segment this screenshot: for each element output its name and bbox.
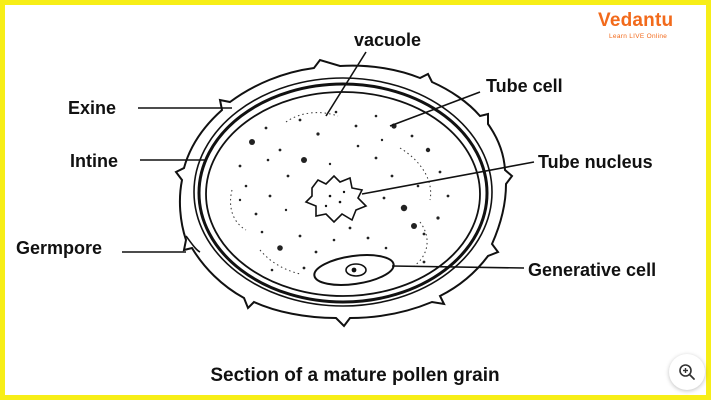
label-tube-nucleus: Tube nucleus — [538, 152, 653, 172]
label-exine: Exine — [68, 98, 116, 118]
label-tube-cell: Tube cell — [486, 76, 563, 96]
zoom-in-button[interactable] — [669, 354, 705, 390]
label-germpore: Germpore — [16, 238, 102, 258]
tube-nucleus — [306, 176, 366, 222]
label-vacuole: vacuole — [354, 30, 421, 50]
label-generative-cell: Generative cell — [528, 260, 656, 280]
generative-nucleolus — [352, 268, 357, 273]
diagram-caption: Section of a mature pollen grain — [210, 365, 499, 386]
label-intine: Intine — [70, 151, 118, 171]
zoom-in-icon — [678, 363, 696, 381]
